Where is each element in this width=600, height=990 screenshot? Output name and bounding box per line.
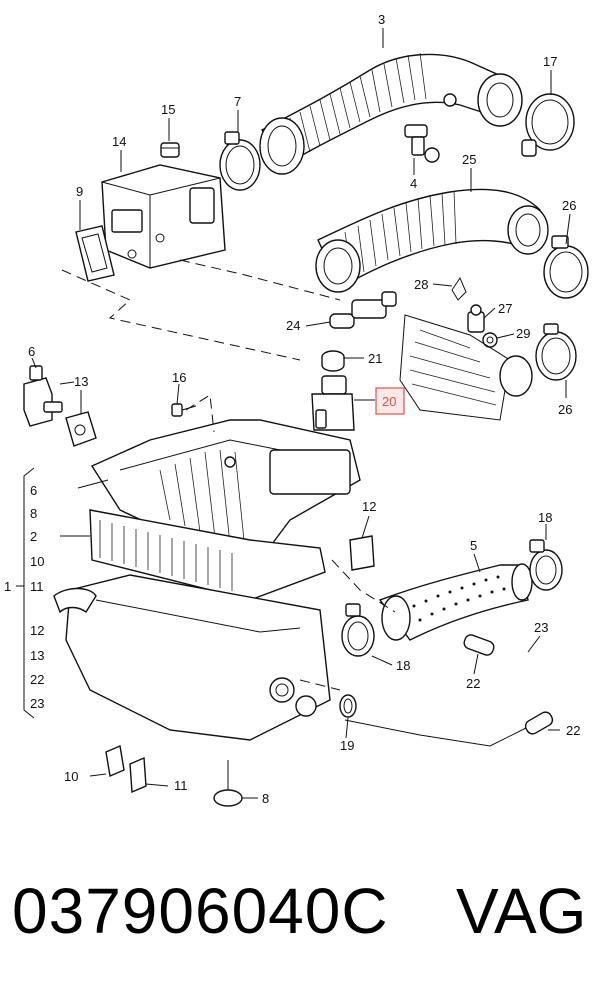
grommet-11 — [129, 756, 147, 794]
callout-12-bracket: 12 — [362, 499, 376, 514]
assembly-item-2: 2 — [30, 529, 37, 544]
leader-dashes-lower — [185, 394, 396, 691]
assembly-item-22: 22 — [30, 672, 44, 687]
callout-14: 14 — [112, 134, 126, 149]
callout-10: 10 — [64, 769, 78, 784]
hose-clamp-18-right — [529, 539, 563, 591]
fitting-27 — [467, 304, 485, 333]
callout-13-gasket: 13 — [74, 374, 88, 389]
assembly-item-13: 13 — [30, 648, 44, 663]
hose-piece-22-upper — [463, 634, 495, 656]
assembly-item-23: 23 — [30, 696, 44, 711]
callout-17: 17 — [543, 54, 557, 69]
cap-21 — [321, 350, 345, 372]
callout-29: 29 — [516, 326, 530, 341]
brand-name: VAG — [456, 875, 587, 947]
callout-15: 15 — [161, 102, 175, 117]
assembly-bracket — [16, 467, 35, 719]
hose-piece-22-lower — [524, 711, 554, 735]
callout-25: 25 — [462, 152, 476, 167]
callout-27: 27 — [498, 301, 512, 316]
assembly-item-10: 10 — [30, 554, 44, 569]
leader-dashes-top — [61, 259, 341, 361]
intake-hose-lower-5 — [378, 563, 533, 641]
o-ring-19 — [339, 694, 357, 718]
callout-9: 9 — [76, 184, 83, 199]
valve-24 — [329, 291, 397, 329]
callout-22-upper: 22 — [466, 676, 480, 691]
callout-19: 19 — [340, 738, 354, 753]
connector-4 — [404, 124, 440, 163]
hose-clamp-26-top — [543, 235, 589, 299]
callout-20-highlight-box — [375, 387, 405, 415]
hose-clamp-7 — [219, 131, 261, 191]
assembly-item-11: 11 — [30, 579, 44, 594]
assembly-item-12: 12 — [30, 623, 44, 638]
sensor-20 — [311, 375, 355, 431]
rubber-mount-8 — [213, 760, 243, 807]
callout-26-top: 26 — [562, 198, 576, 213]
callout-18-left: 18 — [396, 658, 410, 673]
clip-28 — [451, 276, 467, 301]
callout-21: 21 — [368, 351, 382, 366]
air-filter-element — [89, 509, 326, 601]
bracket-6 — [23, 365, 63, 427]
callout-26-lower: 26 — [558, 402, 572, 417]
hose-clamp-17 — [521, 93, 575, 157]
assembly-parent-label: 1 — [4, 579, 11, 594]
intake-hose-middle-25 — [315, 188, 549, 293]
callout-labels: 3 17 15 7 14 4 25 9 26 28 24 27 29 6 21 … — [28, 12, 580, 806]
callout-11: 11 — [174, 778, 188, 793]
air-filter-housing-lower — [53, 574, 331, 741]
callout-5: 5 — [470, 538, 477, 553]
hose-clamp-18-left — [341, 603, 375, 657]
callout-8: 8 — [262, 791, 269, 806]
cap-15 — [160, 142, 180, 158]
callout-24: 24 — [286, 318, 300, 333]
caption-bar: 037906040C VAG — [0, 860, 600, 970]
grommet-10 — [105, 745, 125, 777]
part-number: 037906040C — [12, 875, 389, 947]
leader-lines — [31, 28, 571, 799]
intake-hose-upper — [259, 52, 523, 175]
assembly-item-8: 8 — [30, 506, 37, 521]
air-duct — [399, 314, 533, 421]
callout-4: 4 — [410, 176, 417, 191]
bracket-12 — [349, 535, 375, 571]
callout-16: 16 — [172, 370, 186, 385]
callout-7: 7 — [234, 94, 241, 109]
callout-28: 28 — [414, 277, 428, 292]
assembly-list: 1 6 8 2 10 11 12 13 22 23 — [4, 483, 44, 711]
assembly-item-6: 6 — [30, 483, 37, 498]
hose-clamp-26-lower — [535, 323, 577, 381]
callout-6-bracket: 6 — [28, 344, 35, 359]
callout-20: 20 — [382, 394, 396, 409]
callout-22-lower: 22 — [566, 723, 580, 738]
callout-18-right: 18 — [538, 510, 552, 525]
exploded-parts-diagram: 3 17 15 7 14 4 25 9 26 28 24 27 29 6 21 … — [4, 12, 589, 807]
callout-23: 23 — [534, 620, 548, 635]
callout-3: 3 — [378, 12, 385, 27]
gasket-13 — [65, 411, 97, 447]
gasket-9 — [75, 225, 115, 282]
air-mass-meter-14 — [101, 164, 226, 269]
hose-23 — [504, 648, 550, 720]
